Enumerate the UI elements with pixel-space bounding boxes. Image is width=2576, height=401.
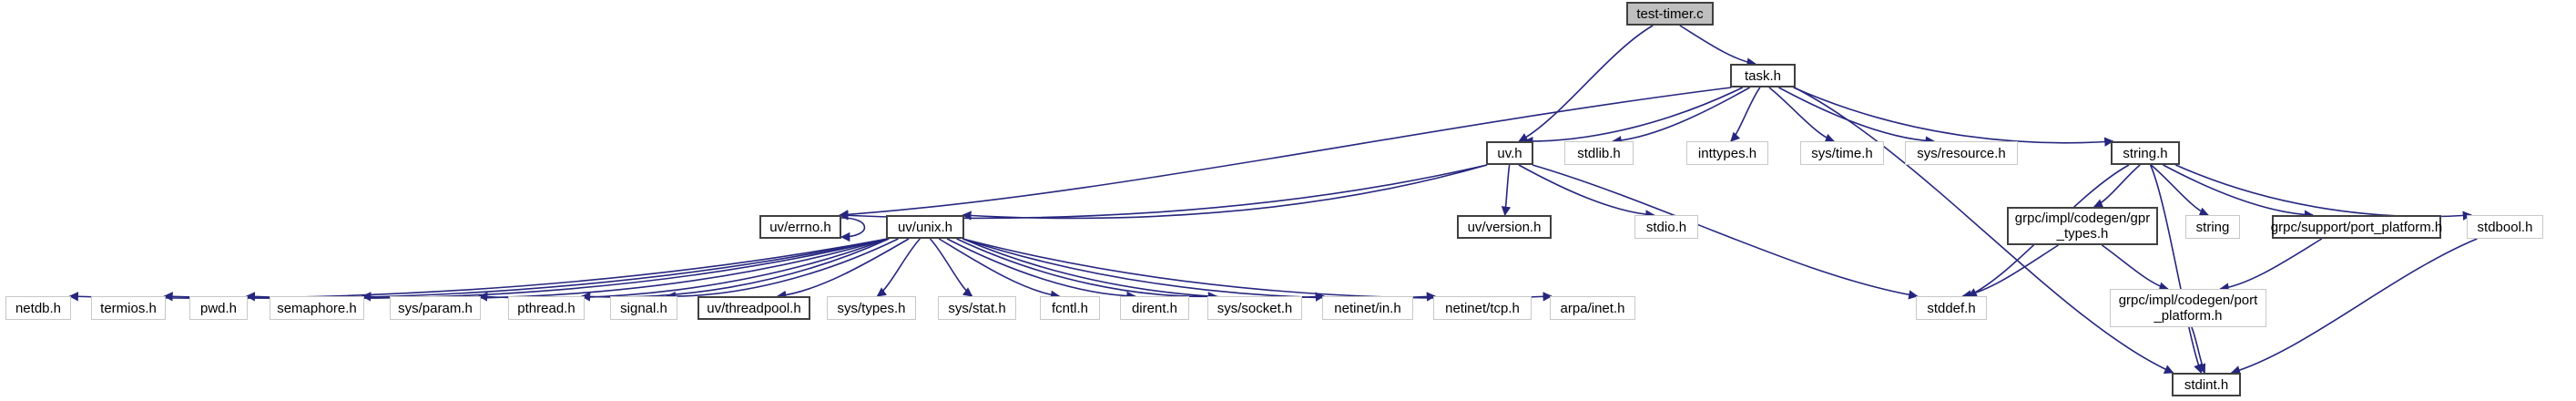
graph-node-pthread-h[interactable]: pthread.h	[508, 296, 585, 320]
graph-node-stdbool-h[interactable]: stdbool.h	[2467, 215, 2543, 239]
graph-node-dirent-h[interactable]: dirent.h	[1120, 296, 1189, 320]
graph-node-task-h[interactable]: task.h	[1730, 64, 1796, 87]
graph-node-grpc-impl-codegen-port-platform-h[interactable]: grpc/impl/codegen/port _platform.h	[2110, 289, 2266, 327]
graph-node-signal-h[interactable]: signal.h	[610, 296, 677, 320]
graph-node-arpa-inet-h[interactable]: arpa/inet.h	[1550, 296, 1635, 320]
graph-edge-uv-h-to-uv-unix-h	[962, 164, 1488, 221]
graph-edge-uv-unix-h-to-netdb-h	[68, 238, 888, 302]
graph-edge-string-h-to-stdbool-h	[2175, 164, 2473, 221]
graph-node-pwd-h[interactable]: pwd.h	[189, 296, 248, 320]
graph-node-sys-socket-h[interactable]: sys/socket.h	[1207, 296, 1302, 320]
graph-edge-uv-unix-h-to-sys-types-h	[876, 238, 921, 297]
graph-node-semaphore-h[interactable]: semaphore.h	[270, 296, 364, 320]
graph-node-stdlib-h[interactable]: stdlib.h	[1564, 141, 1634, 165]
graph-node-uv-errno-h[interactable]: uv/errno.h	[759, 215, 841, 239]
graph-edge-uv-unix-h-to-sys-socket-h	[956, 238, 1218, 302]
graph-edge-task-h-to-sys-time-h	[1768, 87, 1836, 143]
graph-edge-task-h-to-string-h	[1793, 87, 2114, 147]
graph-node-netdb-h[interactable]: netdb.h	[5, 296, 71, 320]
graph-node-grpc-support-port-platform-h[interactable]: grpc/support/port_platform.h	[2271, 215, 2442, 239]
graph-node-sys-param-h[interactable]: sys/param.h	[390, 296, 481, 320]
graph-edge-uv-unix-h-to-termios-h	[163, 238, 888, 302]
graph-edge-grpc-support-port-platform-h-to-grpc-impl-codegen-port-platform-h	[2219, 238, 2323, 293]
graph-edge-test-timer-c-to-uv-h	[1518, 25, 1654, 142]
graph-node-stdint-h[interactable]: stdint.h	[2172, 373, 2241, 396]
graph-node-uv-version-h[interactable]: uv/version.h	[1457, 215, 1552, 239]
graph-edge-string-h-to-string	[2150, 164, 2210, 217]
graph-edge-grpc-impl-codegen-port-platform-h-to-stdint-h	[2191, 326, 2206, 374]
graph-edge-test-timer-c-to-task-h	[1679, 25, 1756, 67]
graph-node-test-timer-c[interactable]: test-timer.c	[1626, 2, 1714, 26]
graph-edge-task-h-to-uv-errno-h	[839, 87, 1732, 220]
graph-edge-task-h-to-uv-h	[1523, 87, 1744, 147]
graph-edge-string-h-to-grpc-impl-codegen-gpr-types-h	[2092, 164, 2141, 209]
graph-edge-task-h-to-inttypes-h	[1730, 87, 1761, 142]
graph-node-string[interactable]: string	[2185, 215, 2240, 239]
graph-edge-uv-h-to-uv-errno-h	[839, 164, 1488, 221]
graph-edge-uv-errno-h-to-uv-errno-h	[840, 217, 866, 242]
graph-node-stdio-h[interactable]: stdio.h	[1634, 215, 1698, 239]
graph-node-uv-h[interactable]: uv.h	[1486, 141, 1533, 165]
graph-edge-task-h-to-sys-resource-h	[1778, 87, 1935, 146]
graph-edge-stdbool-h-to-stdint-h	[2230, 238, 2478, 375]
graph-edge-uv-unix-h-to-signal-h	[666, 238, 899, 302]
graph-edge-uv-unix-h-to-uv-threadpool-h	[776, 238, 910, 301]
graph-node-netinet-tcp-h[interactable]: netinet/tcp.h	[1433, 296, 1532, 320]
graph-edge-string-h-to-stdint-h	[2149, 164, 2203, 374]
graph-edge-task-h-to-stdint-h	[1794, 87, 2174, 374]
graph-node-sys-time-h[interactable]: sys/time.h	[1800, 141, 1884, 165]
graph-edge-task-h-to-stdlib-h	[1612, 87, 1750, 146]
graph-edge-uv-unix-h-to-sys-stat-h	[929, 238, 973, 297]
graph-edge-uv-unix-h-to-arpa-inet-h	[962, 238, 1553, 302]
graph-edge-string-h-to-grpc-support-port-platform-h	[2163, 164, 2315, 220]
graph-edge-grpc-impl-codegen-gpr-types-h-to-grpc-impl-codegen-port-platform-h	[2101, 244, 2169, 292]
graph-edge-uv-unix-h-to-fcntl-h	[938, 238, 1061, 300]
graph-edge-uv-unix-h-to-dirent-h	[946, 238, 1136, 301]
graph-node-string-h[interactable]: string.h	[2111, 141, 2180, 165]
graph-node-uv-threadpool-h[interactable]: uv/threadpool.h	[697, 296, 810, 320]
graph-node-sys-resource-h[interactable]: sys/resource.h	[1905, 141, 2018, 165]
graph-node-sys-stat-h[interactable]: sys/stat.h	[938, 296, 1016, 320]
graph-node-termios-h[interactable]: termios.h	[91, 296, 166, 320]
graph-edge-uv-unix-h-to-netinet-in-h	[962, 238, 1326, 302]
graph-node-sys-types-h[interactable]: sys/types.h	[827, 296, 916, 320]
graph-edge-uv-h-to-stddef-h	[1532, 164, 1919, 300]
graph-node-grpc-impl-codegen-gpr-types-h[interactable]: grpc/impl/codegen/gpr _types.h	[2007, 207, 2158, 245]
graph-node-fcntl-h[interactable]: fcntl.h	[1040, 296, 1100, 320]
graph-node-uv-unix-h[interactable]: uv/unix.h	[886, 215, 964, 239]
graph-node-inttypes-h[interactable]: inttypes.h	[1686, 141, 1768, 165]
graph-node-netinet-in-h[interactable]: netinet/in.h	[1322, 296, 1413, 320]
graph-edge-uv-h-to-uv-version-h	[1501, 164, 1512, 217]
graph-node-stddef-h[interactable]: stddef.h	[1916, 296, 1987, 320]
graph-edge-grpc-impl-codegen-gpr-types-h-to-stddef-h	[1961, 244, 2059, 300]
graph-edge-uv-h-to-stdio-h	[1518, 164, 1655, 220]
